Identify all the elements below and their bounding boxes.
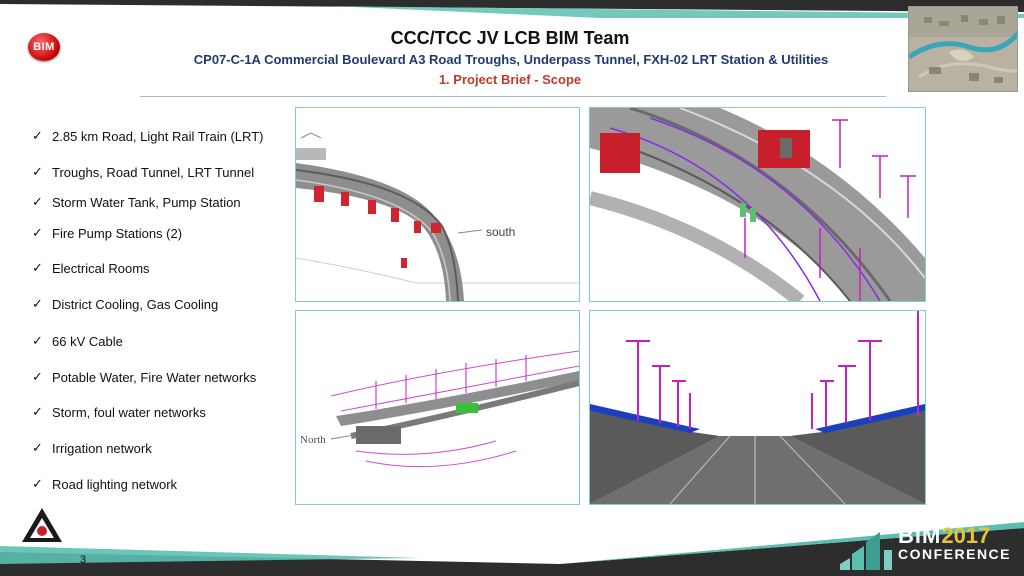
check-icon: ✓ — [32, 225, 43, 240]
slide-subtitle: CP07-C-1A Commercial Boulevard A3 Road T… — [193, 52, 829, 67]
south-label: south — [486, 225, 515, 239]
list-item-label: Fire Pump Stations (2) — [52, 225, 183, 241]
list-item-label: 2.85 km Road, Light Rail Train (LRT) — [52, 128, 264, 144]
check-icon: ✓ — [32, 476, 43, 491]
list-item-label: Irrigation network — [52, 440, 152, 456]
check-icon: ✓ — [32, 164, 43, 179]
bim-logo: BIM — [28, 33, 60, 61]
list-item: ✓ 2.85 km Road, Light Rail Train (LRT) — [32, 128, 263, 144]
check-icon: ✓ — [32, 369, 43, 384]
north-label: North — [300, 434, 326, 446]
bim-render-road-perspective — [589, 310, 926, 505]
conference-word-text: CONFERENCE — [898, 546, 1012, 562]
list-item: ✓ Road lighting network — [32, 476, 177, 492]
top-decorative-band — [0, 0, 1024, 18]
list-item: ✓ Fire Pump Stations (2) — [32, 225, 182, 241]
bim-conference-logo — [840, 532, 892, 570]
check-icon: ✓ — [32, 128, 43, 143]
list-item-label: 66 kV Cable — [52, 333, 123, 349]
list-item: ✓ Storm Water Tank, Pump Station — [32, 194, 241, 210]
list-item-label: Troughs, Road Tunnel, LRT Tunnel — [52, 164, 255, 180]
bim-render-curved-viaduct: south — [295, 107, 580, 302]
company-triangle-logo — [22, 508, 62, 542]
bim-render-viaduct-closeup — [589, 107, 926, 302]
list-item: ✓ Potable Water, Fire Water networks — [32, 369, 256, 385]
page-number: 3 — [80, 554, 87, 566]
check-icon: ✓ — [32, 333, 43, 348]
list-item-label: District Cooling, Gas Cooling — [52, 296, 219, 312]
conference-wordmark: BIM2017 CONFERENCE — [898, 523, 1012, 562]
list-item-label: Road lighting network — [52, 476, 178, 492]
slide-title: CCC/TCC JV LCB BIM Team — [390, 28, 630, 48]
conference-bim-text: BIM — [898, 523, 942, 548]
list-item: ✓ District Cooling, Gas Cooling — [32, 296, 218, 312]
aerial-thumbnail-image — [908, 6, 1018, 92]
list-item-label: Electrical Rooms — [52, 260, 150, 276]
list-item-label: Potable Water, Fire Water networks — [52, 369, 257, 385]
list-item: ✓ Electrical Rooms — [32, 260, 150, 276]
list-item-label: Storm Water Tank, Pump Station — [52, 194, 241, 210]
check-icon: ✓ — [32, 404, 43, 419]
bim-render-utilities-north: North — [295, 310, 580, 505]
header-divider — [140, 96, 886, 97]
bottom-decorative-band — [0, 522, 1024, 576]
check-icon: ✓ — [32, 194, 43, 209]
list-item: ✓ Troughs, Road Tunnel, LRT Tunnel — [32, 164, 254, 180]
check-icon: ✓ — [32, 260, 43, 275]
check-icon: ✓ — [32, 296, 43, 311]
bim-logo-text: BIM — [33, 41, 55, 53]
section-heading: 1. Project Brief - Scope — [438, 72, 582, 87]
conference-year-text: 2017 — [941, 523, 991, 548]
list-item-label: Storm, foul water networks — [52, 404, 206, 420]
list-item: ✓ Storm, foul water networks — [32, 404, 206, 420]
list-item: ✓ 66 kV Cable — [32, 333, 123, 349]
check-icon: ✓ — [32, 440, 43, 455]
list-item: ✓ Irrigation network — [32, 440, 152, 456]
